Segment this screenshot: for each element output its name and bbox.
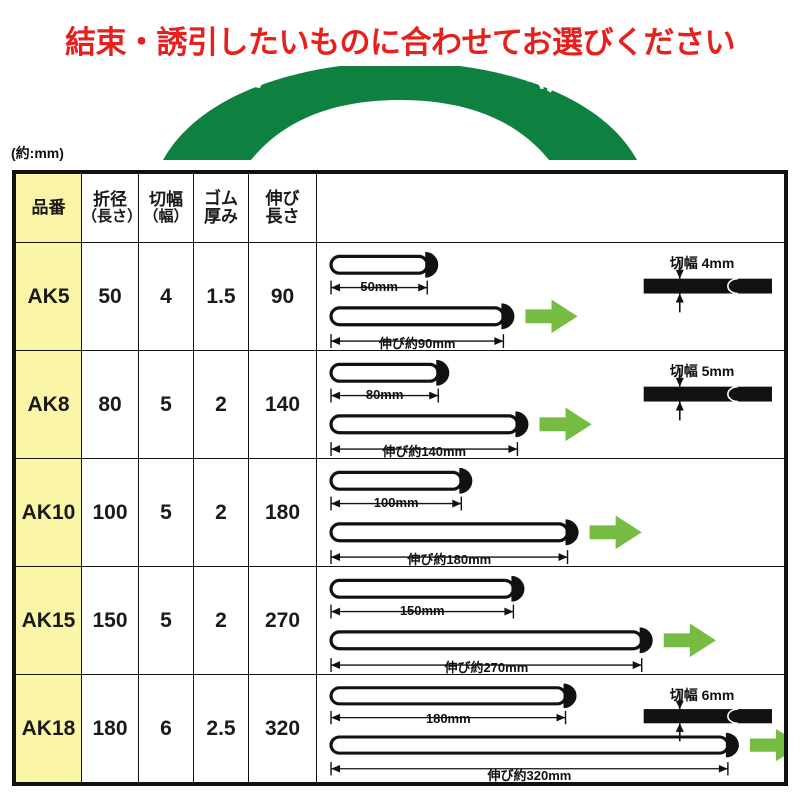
cell-fold-diameter: 180 xyxy=(81,674,139,783)
rubber-band-shape xyxy=(329,303,515,330)
cell-part-number: AK10 xyxy=(15,458,82,567)
stretch-arrow-icon xyxy=(525,299,578,334)
cross-section-width-label: 切幅 5mm xyxy=(669,363,735,379)
dimension-line xyxy=(330,658,643,673)
dimension-line xyxy=(330,762,729,776)
col-header-stretch-length-line1: 伸び xyxy=(265,188,300,208)
rubber-band-shape xyxy=(329,519,579,546)
cell-cut-width: 6 xyxy=(138,674,194,783)
unit-note: (約:mm) xyxy=(11,145,64,161)
cell-stretch-length: 180 xyxy=(248,458,317,567)
stretch-arrow-icon xyxy=(589,515,642,550)
rubber-band-shape xyxy=(329,627,653,654)
col-header-diagram xyxy=(316,173,785,243)
spec-table: 品番 折径 （長さ） 切幅 （幅） ゴム 厚み 伸び 長さ xyxy=(12,170,788,786)
rubber-band-shape xyxy=(329,683,577,709)
rubber-band-shape xyxy=(329,251,439,278)
cell-rubber-thickness: 2 xyxy=(193,458,249,567)
cell-rubber-thickness: 2 xyxy=(193,566,249,675)
stretched-length-label: 伸び約140mm xyxy=(382,444,467,459)
cell-fold-diameter: 100 xyxy=(81,458,139,567)
col-header-rubber-thickness: ゴム 厚み xyxy=(193,173,249,243)
spec-table-grid: 品番 折径 （長さ） 切幅 （幅） ゴム 厚み 伸び 長さ xyxy=(15,173,785,783)
col-header-stretch-length-line2: 長さ xyxy=(265,207,300,226)
cell-diagram: 180mm 伸び約320mm 切幅 6mm xyxy=(316,674,785,783)
cross-section-diagram xyxy=(643,367,772,421)
cross-section-diagram xyxy=(643,259,772,313)
col-header-cut-width: 切幅 （幅） xyxy=(138,173,194,243)
cell-diagram: 100mm 伸び約180mm xyxy=(316,458,785,567)
dimension-line xyxy=(330,550,569,565)
relaxed-length-label: 80mm xyxy=(365,387,404,402)
stretched-length-label: 伸び約180mm xyxy=(407,552,492,567)
cell-rubber-thickness: 2.5 xyxy=(193,674,249,783)
dimension-line xyxy=(330,334,505,349)
col-header-cut-width-main: 切幅 xyxy=(149,189,183,209)
cell-part-number: AK8 xyxy=(15,350,82,459)
relaxed-length-label: 180mm xyxy=(425,711,471,726)
cross-section-width-label: 切幅 6mm xyxy=(669,687,735,703)
col-header-fold-diameter: 折径 （長さ） xyxy=(81,173,143,243)
col-header-fold-diameter-sub: （長さ） xyxy=(82,208,143,226)
cell-diagram: 150mm 伸び約270mm xyxy=(316,566,785,675)
relaxed-length-label: 50mm xyxy=(360,279,398,294)
relaxed-length-label: 100mm xyxy=(373,495,419,510)
cell-stretch-length: 140 xyxy=(248,350,317,459)
cell-part-number: AK5 xyxy=(15,242,82,351)
cell-diagram: 50mm 伸び約90mm 切幅 4mm xyxy=(316,242,785,351)
col-header-fold-diameter-main: 折径 xyxy=(93,189,127,209)
rubber-band-shape xyxy=(329,732,739,758)
col-header-rubber-thickness-line1: ゴム xyxy=(204,188,238,208)
rubber-band-shape xyxy=(329,411,529,438)
rubber-band-shape xyxy=(329,359,450,386)
relaxed-length-label: 150mm xyxy=(399,603,445,618)
rubber-band-shape xyxy=(329,575,525,602)
cell-stretch-length: 320 xyxy=(248,674,317,783)
dimension-line xyxy=(330,604,515,619)
col-header-stretch-length: 伸び 長さ xyxy=(248,173,317,243)
stretched-length-label: 伸び約90mm xyxy=(378,336,456,351)
dimension-line xyxy=(330,710,567,725)
stretched-length-label: 伸び約320mm xyxy=(487,768,572,783)
stretch-arrow-icon xyxy=(749,728,784,762)
col-header-cut-width-sub: （幅） xyxy=(143,208,189,226)
cell-fold-diameter: 50 xyxy=(81,242,139,351)
cell-part-number: AK18 xyxy=(15,674,82,783)
dimension-line xyxy=(330,442,519,457)
cell-diagram: 80mm 伸び約140mm 切幅 5mm xyxy=(316,350,785,459)
stretched-length-label: 伸び約270mm xyxy=(444,660,529,675)
cell-fold-diameter: 150 xyxy=(81,566,139,675)
cell-stretch-length: 90 xyxy=(248,242,317,351)
stretch-arrow-icon xyxy=(539,407,592,442)
banner-arch: サイズは選べる5種類! xyxy=(163,66,637,160)
cell-rubber-thickness: 1.5 xyxy=(193,242,249,351)
cross-section-diagram xyxy=(643,691,772,742)
table-header-row: 品番 折径 （長さ） 切幅 （幅） ゴム 厚み 伸び 長さ xyxy=(15,173,785,243)
dimension-line xyxy=(330,496,463,511)
dimension-line xyxy=(330,280,428,295)
cell-fold-diameter: 80 xyxy=(81,350,139,459)
cell-cut-width: 5 xyxy=(138,566,194,675)
cell-part-number: AK15 xyxy=(15,566,82,675)
page-title: 結束・誘引したいものに合わせてお選びください xyxy=(64,25,736,60)
banner-arch-shape xyxy=(163,66,637,160)
dimension-line xyxy=(330,388,439,403)
cell-rubber-thickness: 2 xyxy=(193,350,249,459)
col-header-part-number: 品番 xyxy=(15,173,82,243)
cell-cut-width: 4 xyxy=(138,242,194,351)
rubber-band-shape xyxy=(329,467,473,494)
col-header-rubber-thickness-line2: 厚み xyxy=(204,207,238,226)
cell-stretch-length: 270 xyxy=(248,566,317,675)
cell-cut-width: 5 xyxy=(138,350,194,459)
cross-section-width-label: 切幅 4mm xyxy=(669,255,735,271)
cell-cut-width: 5 xyxy=(138,458,194,567)
stretch-arrow-icon xyxy=(663,623,716,658)
